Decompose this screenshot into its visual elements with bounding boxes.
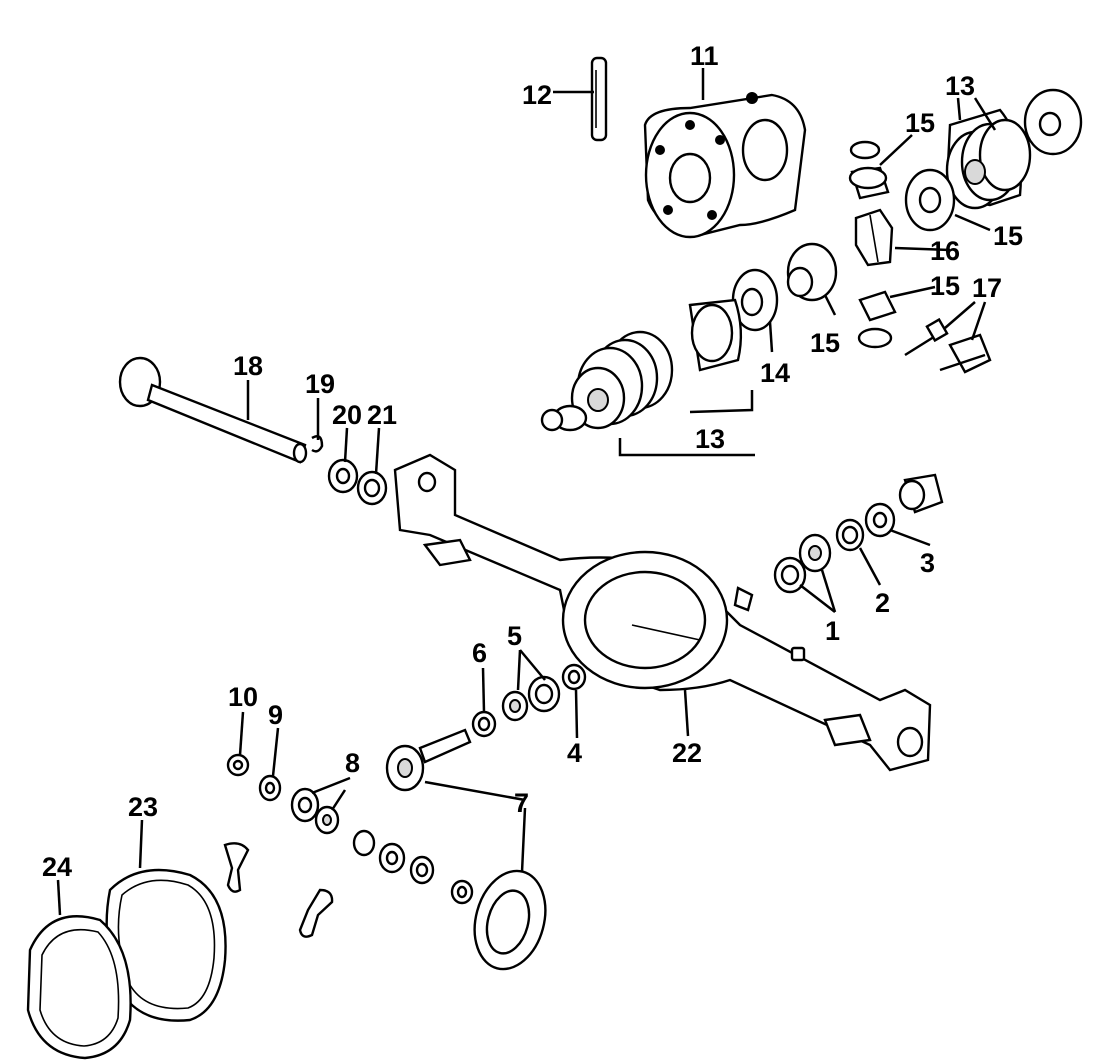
callout-11: 11	[690, 41, 719, 71]
callout-15-lower: 15	[930, 271, 960, 301]
callout-24: 24	[42, 852, 72, 882]
callout-4: 4	[567, 738, 582, 768]
callout-9: 9	[268, 700, 283, 730]
part-7-ring-gear	[473, 869, 547, 971]
part-18-axle-shaft	[118, 356, 308, 464]
callout-20: 20	[332, 400, 362, 430]
part-13-disc-right	[1023, 88, 1083, 156]
part-3-adjuster	[864, 473, 944, 538]
part-10-nut	[226, 753, 250, 777]
callout-13-top: 13	[945, 71, 975, 101]
callout-2: 2	[875, 588, 890, 618]
callout-1: 1	[825, 616, 840, 646]
callout-7: 7	[514, 788, 529, 818]
callout-16: 16	[930, 236, 960, 266]
callout-17: 17	[972, 273, 1002, 303]
part-7-pinion-gear	[385, 728, 472, 792]
part-15-side-gear-middle	[786, 242, 838, 302]
part-15-pinion-gear-lower	[857, 290, 897, 349]
part-cover-brackets	[223, 842, 334, 938]
part-12-pin	[590, 56, 608, 142]
callout-15-right: 15	[993, 221, 1023, 251]
callout-numbers: 12 11 13 15 15 16 15 17 15 14 13 18 19 2…	[42, 41, 1023, 882]
callout-13-middle: 13	[695, 424, 725, 454]
callout-15-middle: 15	[810, 328, 840, 358]
part-17-bolts	[904, 317, 992, 374]
part-9-washer	[258, 774, 282, 802]
part-21-seal	[356, 470, 388, 506]
part-22-axle-housing	[393, 453, 932, 772]
callout-leaders	[56, 68, 997, 916]
part-4-pinion-seal	[561, 663, 587, 691]
callout-23: 23	[128, 792, 158, 822]
part-6-shim	[471, 710, 497, 738]
callout-14: 14	[760, 358, 790, 388]
callout-8: 8	[345, 748, 360, 778]
callout-21: 21	[367, 400, 397, 430]
part-13-clutch-pack-left	[540, 298, 743, 432]
callout-3: 3	[920, 548, 935, 578]
part-1-side-bearing	[773, 533, 832, 594]
callout-5: 5	[507, 621, 522, 651]
callout-18: 18	[233, 351, 263, 381]
part-15-side-gear-right	[904, 168, 956, 232]
part-13-clutch-pack-right	[945, 108, 1032, 210]
part-11-differential-case	[643, 92, 807, 239]
part-2-shim	[835, 518, 865, 552]
callout-10: 10	[228, 682, 258, 712]
part-5-pinion-bearing	[501, 675, 561, 722]
part-16-pinion-shaft	[854, 208, 894, 267]
callout-19: 19	[305, 369, 335, 399]
part-8-pinion-bearing	[290, 787, 340, 835]
part-ring-gear-bolts-and-washers	[352, 829, 474, 905]
part-24-differential-cover	[26, 915, 132, 1060]
callout-6: 6	[472, 638, 487, 668]
callout-15-top: 15	[905, 108, 935, 138]
part-20-bearing	[327, 458, 359, 494]
callout-12: 12	[522, 80, 552, 110]
callout-22: 22	[672, 738, 702, 768]
part-15-side-gear-upper	[848, 140, 890, 200]
